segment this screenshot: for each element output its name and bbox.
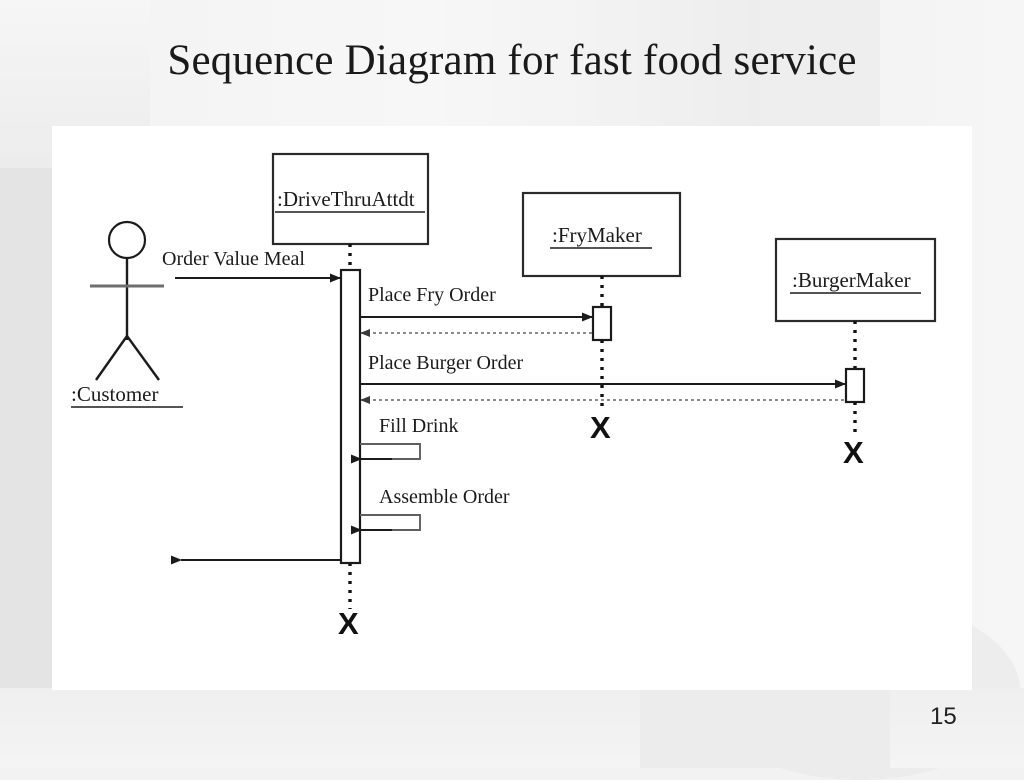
actor-head-icon	[107, 220, 147, 260]
page-title: Sequence Diagram for fast food service	[167, 37, 857, 84]
activation-bar-frymaker	[591, 305, 613, 342]
message-label-assemble-order: Assemble Order	[379, 486, 510, 508]
message-place-fry-order[interactable]: Place Fry Order	[360, 284, 593, 322]
termination-x-burgermaker: X	[843, 435, 864, 470]
activation-bar-burgermaker	[844, 367, 866, 404]
background-band	[0, 168, 60, 688]
lifeline-drivethru[interactable]: :DriveThruAttdt X	[271, 152, 430, 641]
lifeline-label-drivethru: :DriveThruAttdt	[277, 187, 415, 211]
actor-leg-left-icon	[95, 335, 128, 381]
termination-x-drivethru: X	[338, 606, 359, 641]
message-label-order-value-meal: Order Value Meal	[162, 248, 305, 270]
termination-x-frymaker: X	[590, 410, 611, 445]
message-assemble-order[interactable]: Assemble Order	[351, 486, 510, 535]
message-order-value-meal[interactable]: Order Value Meal	[162, 248, 341, 283]
lifeline-burgermaker[interactable]: :BurgerMaker X	[774, 237, 937, 470]
message-self-loop-fill-drink	[360, 443, 421, 460]
sequence-diagram: :Customer :DriveThruAttdt X :FryMaker	[71, 152, 937, 641]
message-label-fill-drink: Fill Drink	[379, 415, 458, 437]
message-label-place-burger-order: Place Burger Order	[368, 352, 523, 374]
message-place-burger-order[interactable]: Place Burger Order	[360, 352, 846, 389]
message-label-place-fry-order: Place Fry Order	[368, 284, 496, 306]
page-number: 15	[930, 703, 957, 730]
message-fill-drink[interactable]: Fill Drink	[351, 415, 458, 464]
customer-actor[interactable]: :Customer	[71, 220, 183, 408]
activation-bar-drivethru	[339, 268, 362, 565]
actor-leg-right-icon	[126, 335, 160, 381]
lifeline-label-frymaker: :FryMaker	[552, 223, 642, 247]
message-self-loop-assemble-order	[360, 514, 421, 531]
diagram-canvas: :Customer :DriveThruAttdt X :FryMaker	[52, 126, 972, 690]
lifeline-frymaker[interactable]: :FryMaker X	[521, 191, 682, 445]
actor-label: :Customer	[71, 382, 159, 406]
lifeline-box-drivethru[interactable]	[271, 152, 430, 246]
lifeline-label-burgermaker: :BurgerMaker	[792, 268, 911, 292]
